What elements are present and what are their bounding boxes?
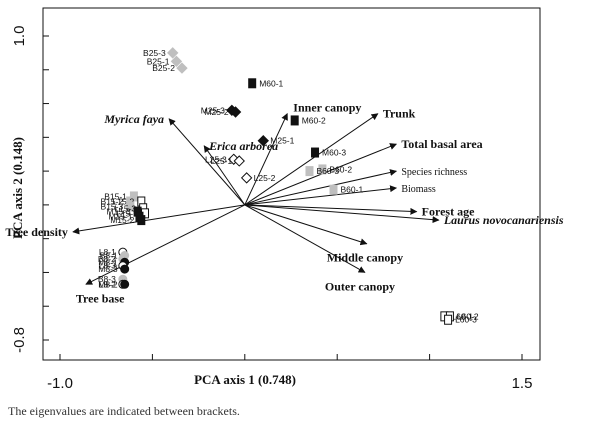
site-marker-m60-1 — [248, 78, 257, 89]
site-marker-m60-3 — [311, 147, 320, 158]
vector-outer-canopy — [244, 204, 366, 273]
site-label-l8-3: L8-3 — [99, 261, 116, 271]
site-marker-b60-1 — [329, 184, 338, 195]
site-label-l15-1: L15-1 — [116, 208, 138, 218]
site-marker-m25-1 — [257, 135, 269, 147]
site-marker-b25-3 — [167, 47, 179, 59]
site-label-l60-2: L60-2 — [457, 311, 479, 321]
vector-label-tree-base: Tree base — [76, 291, 125, 305]
axis-ticks — [43, 35, 523, 360]
vector-forest-age — [244, 204, 418, 215]
x-axis-title: PCA axis 1 (0.748) — [194, 372, 296, 387]
vector-label-laurus-novocanariensis: Laurus novocanariensis — [443, 213, 564, 227]
site-label-m60-3: M60-3 — [322, 148, 346, 158]
vector-label-biomass: Biomass — [401, 184, 436, 195]
vector-erica-arborea — [203, 145, 246, 206]
site-label-b25-2: B25-2 — [152, 63, 175, 73]
plot-frame — [42, 7, 541, 361]
site-label-l15-2: L15-2 — [113, 197, 135, 207]
site-marker-m8-2 — [120, 279, 130, 289]
site-label-m25-3: M25-3 — [201, 105, 225, 115]
site-marker-l25-2 — [240, 172, 253, 184]
vector-label-trunk: Trunk — [383, 107, 416, 121]
vector-tree-base — [85, 204, 246, 285]
site-marker-b60-3 — [305, 166, 314, 177]
vector-species-richness — [244, 169, 398, 206]
site-label-m25-2: M25-2 — [204, 107, 228, 117]
vector-label-species-richness: Species richness — [401, 167, 467, 178]
site-label-m8-3: M8-3 — [98, 264, 118, 274]
site-label-b8-3: B8-3 — [98, 274, 116, 284]
vector-trunk — [244, 113, 379, 206]
site-label-b25-1: B25-1 — [147, 56, 170, 66]
site-label-l60-1: L60-1 — [451, 311, 473, 321]
vector-inner-canopy — [244, 113, 288, 206]
vector-laurus-novocanariensis — [244, 204, 440, 224]
vector-myrica-faya — [168, 118, 246, 206]
site-label-b8-1: B8-1 — [100, 251, 118, 261]
site-marker-b15-3 — [126, 201, 135, 212]
x-tick-max: 1.5 — [512, 375, 533, 392]
site-label-l60-3: L60-3 — [455, 315, 477, 325]
vector-label-outer-canopy: Outer canopy — [325, 279, 395, 293]
vector-label-myrica-faya: Myrica faya — [103, 112, 164, 126]
site-label-l25-2: L25-2 — [254, 173, 276, 183]
site-marker-m15-2 — [137, 215, 146, 226]
site-marker-l60-3 — [444, 314, 453, 325]
vector-middle-canopy — [244, 204, 368, 246]
pca-biplot: -1.0 1.5 1.0 -0.8 PCA axis 1 (0.748) PCA… — [5, 7, 564, 392]
site-label-l25-1: L25-1 — [211, 156, 233, 166]
site-label-m8-2: M8-2 — [98, 279, 118, 289]
site-marker-m25-2 — [229, 106, 242, 118]
site-label-m25-1: M25-1 — [270, 136, 294, 146]
site-label-m15-2: M15-2 — [110, 215, 134, 225]
site-label-m15-1: M15-1 — [108, 212, 132, 222]
site-label-m8-1: M8-1 — [98, 257, 118, 267]
y-tick-max: 1.0 — [11, 26, 28, 47]
y-axis-title: PCA axis 2 (0.148) — [10, 137, 25, 239]
vector-biomass — [244, 185, 398, 206]
site-marker-l25-1 — [233, 155, 245, 167]
site-label-b60-1: B60-1 — [341, 185, 364, 195]
site-label-b15-2: B15-2 — [101, 197, 124, 207]
site-points: B25-3B25-1B25-2M60-1M25-3M25-2M60-2M25-1… — [98, 47, 479, 325]
site-label-b60-3: B60-3 — [316, 166, 339, 176]
site-marker-m8-3 — [120, 264, 130, 274]
vector-label-forest-age: Forest age — [422, 205, 475, 219]
site-label-b60-2: B60-2 — [329, 164, 352, 174]
vector-total-basal-area — [244, 143, 397, 206]
site-label-b25-3: B25-3 — [143, 48, 166, 58]
vector-label-tree-density: Tree density — [5, 225, 68, 239]
site-label-l8-1: L8-1 — [99, 247, 116, 257]
site-marker-b60-2 — [318, 164, 327, 175]
site-label-m60-2: M60-2 — [302, 115, 326, 125]
x-tick-min: -1.0 — [47, 375, 73, 392]
site-marker-m60-2 — [290, 115, 299, 126]
figure-caption: The eigenvalues are indicated between br… — [8, 404, 240, 418]
site-label-l25-3: L25-3 — [205, 154, 227, 164]
vector-label-total-basal-area: Total basal area — [401, 137, 482, 151]
site-label-m60-1: M60-1 — [259, 78, 283, 88]
site-label-b15-1: B15-1 — [104, 191, 127, 201]
vector-tree-density — [72, 204, 245, 235]
site-label-b15-3: B15-3 — [101, 202, 124, 212]
site-label-m15-3: M15-3 — [107, 207, 131, 217]
site-marker-b25-1 — [170, 55, 183, 68]
site-label-b8-2: B8-2 — [98, 254, 116, 264]
vector-label-inner-canopy: Inner canopy — [293, 101, 361, 115]
site-marker-b25-2 — [176, 62, 188, 74]
y-tick-min: -0.8 — [11, 327, 28, 353]
site-label-l8-2: L8-2 — [99, 279, 116, 289]
site-label-l15-3: L15-3 — [114, 203, 136, 213]
